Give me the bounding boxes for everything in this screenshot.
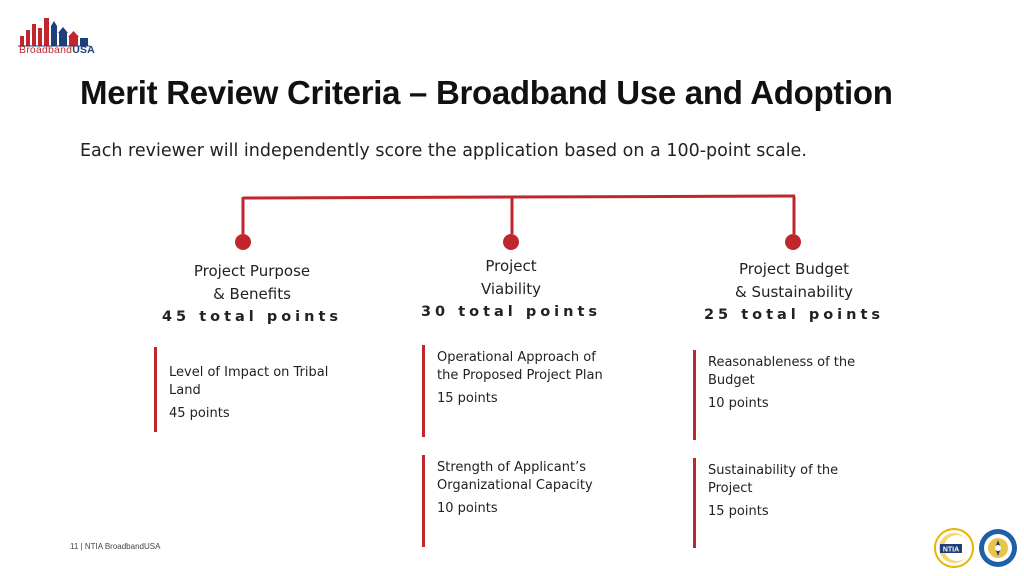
- column-total-points: 30 total points: [420, 304, 602, 320]
- ntia-seal-icon: NTIA: [934, 528, 974, 568]
- node-dot-middle: [503, 234, 519, 250]
- slide-title: Merit Review Criteria – Broadband Use an…: [80, 74, 893, 111]
- commerce-seal-icon: [979, 529, 1017, 567]
- connector-horizontal: [242, 194, 796, 200]
- criterion-item: Sustainability of the Project 15 points: [693, 458, 865, 548]
- column-heading-viability: Project Viability 30 total points: [405, 255, 617, 324]
- column-total-points: 25 total points: [703, 307, 885, 323]
- slide-footer: 11 | NTIA BroadbandUSA: [70, 542, 161, 551]
- logo-wordmark: BroadbandUSA: [19, 44, 95, 56]
- column-heading-purpose: Project Purpose & Benefits 45 total poin…: [146, 260, 358, 329]
- criterion-item: Reasonableness of the Budget 10 points: [693, 350, 865, 440]
- column-total-points: 45 total points: [161, 309, 343, 325]
- criterion-item: Strength of Applicant’s Organizational C…: [422, 455, 604, 547]
- node-dot-right: [785, 234, 801, 250]
- slide-subtitle: Each reviewer will independently score t…: [80, 141, 807, 161]
- broadbandusa-logo-icon: [18, 18, 90, 47]
- criterion-item: Operational Approach of the Proposed Pro…: [422, 345, 604, 437]
- column-heading-budget: Project Budget & Sustainability 25 total…: [688, 258, 900, 327]
- node-dot-left: [235, 234, 251, 250]
- svg-text:NTIA: NTIA: [943, 547, 959, 554]
- criterion-item: Level of Impact on Tribal Land 45 points: [154, 347, 332, 432]
